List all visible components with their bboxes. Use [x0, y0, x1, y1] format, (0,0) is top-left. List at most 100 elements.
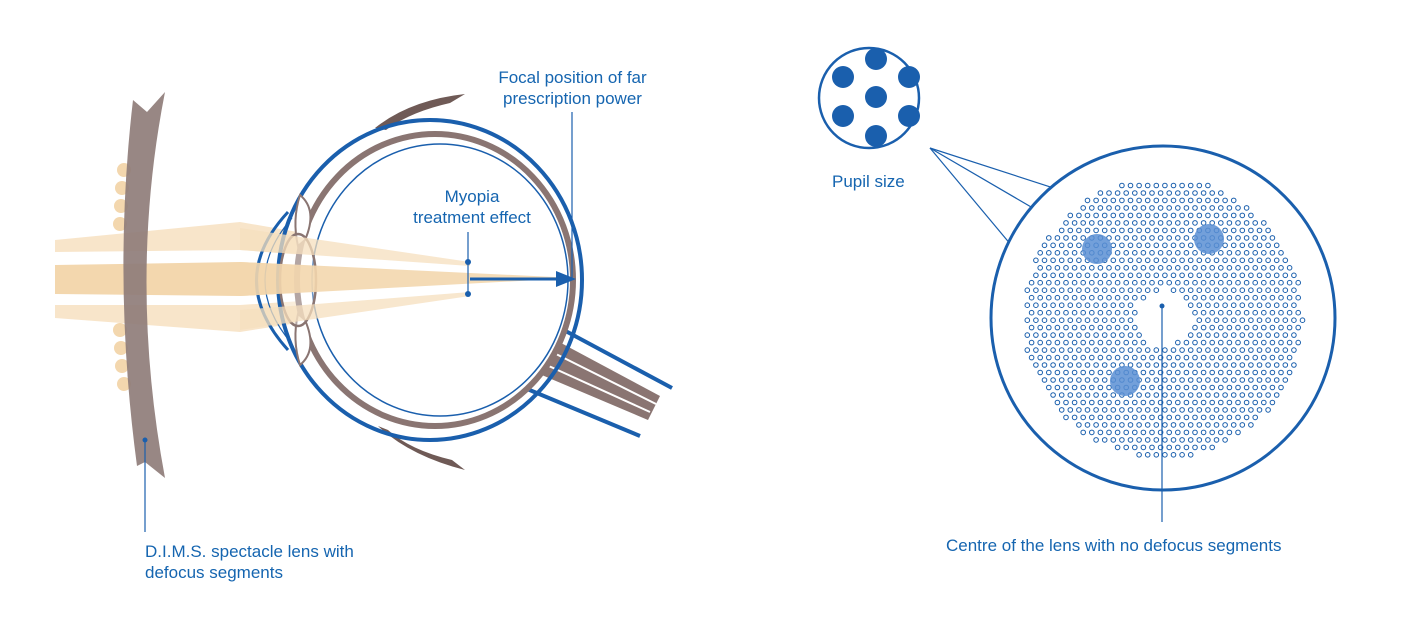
defocus-segment: [1248, 287, 1254, 294]
defocus-segment: [1265, 287, 1271, 294]
defocus-segment: [1046, 339, 1052, 346]
defocus-segment: [1123, 220, 1129, 226]
defocus-segment: [1119, 242, 1125, 249]
defocus-segment: [1153, 392, 1160, 398]
defocus-segment: [1252, 235, 1258, 241]
defocus-segment: [1089, 399, 1095, 406]
defocus-segment: [1235, 220, 1241, 226]
defocus-segment: [1170, 377, 1177, 383]
defocus-segment: [1106, 324, 1112, 331]
defocus-segment: [1183, 429, 1190, 436]
defocus-segment: [1140, 414, 1147, 421]
defocus-segment: [1265, 257, 1271, 264]
defocus-segment: [1183, 220, 1190, 226]
defocus-segment: [1046, 354, 1052, 361]
defocus-segment: [1226, 324, 1233, 331]
defocus-segment: [1162, 212, 1168, 219]
defocus-segment: [1239, 317, 1246, 324]
defocus-segment: [1196, 257, 1203, 264]
defocus-segment: [1144, 362, 1151, 368]
defocus-segment: [1080, 429, 1086, 436]
defocus-segment: [1170, 197, 1177, 204]
defocus-segment: [1205, 287, 1211, 294]
defocus-segment: [1175, 444, 1181, 451]
defocus-segment: [1192, 414, 1198, 421]
defocus-segment: [1213, 407, 1220, 413]
defocus-segment: [1179, 197, 1185, 204]
defocus-segment: [1200, 279, 1207, 286]
defocus-segment: [1192, 309, 1198, 316]
defocus-segment: [1252, 339, 1258, 346]
defocus-segment: [1261, 369, 1267, 376]
defocus-segment: [1213, 302, 1220, 309]
defocus-segment: [1127, 227, 1134, 234]
defocus-segment: [1123, 444, 1129, 451]
defocus-segment: [1080, 294, 1086, 301]
defocus-segment: [1149, 444, 1155, 451]
defocus-segment: [1093, 362, 1099, 368]
defocus-segment: [1230, 272, 1237, 279]
defocus-segment: [1093, 392, 1099, 398]
defocus-segment: [1114, 444, 1121, 451]
defocus-segment: [1282, 347, 1289, 353]
defocus-segment: [1140, 339, 1147, 346]
defocus-segment: [1235, 205, 1241, 211]
defocus-segment: [1058, 332, 1065, 338]
defocus-segment: [1261, 250, 1267, 256]
defocus-segment: [1278, 354, 1284, 361]
defocus-segment: [1033, 257, 1039, 264]
defocus-segment: [1136, 272, 1142, 279]
defocus-segment: [1226, 354, 1233, 361]
defocus-segment: [1063, 235, 1069, 241]
defocus-segment: [1213, 287, 1220, 294]
defocus-segment: [1054, 294, 1061, 301]
defocus-segment: [1080, 384, 1086, 391]
defocus-segment: [1175, 190, 1181, 196]
defocus-segment: [1230, 332, 1237, 338]
optic-nerve-outer-lower: [519, 384, 641, 438]
defocus-segment: [1136, 287, 1142, 294]
defocus-segment: [1063, 250, 1069, 256]
defocus-segment: [1084, 392, 1091, 398]
defocus-segment: [1054, 339, 1061, 346]
defocus-segment: [1093, 212, 1099, 219]
defocus-segment: [1179, 287, 1185, 294]
defocus-segment: [1106, 294, 1112, 301]
defocus-segment: [1071, 369, 1078, 376]
defocus-segment: [1205, 392, 1211, 398]
defocus-segment: [1179, 392, 1185, 398]
defocus-segment: [1239, 212, 1246, 219]
defocus-segment: [1175, 220, 1181, 226]
defocus-segment: [1050, 272, 1056, 279]
defocus-segment: [1089, 279, 1095, 286]
defocus-segment: [1101, 317, 1108, 324]
defocus-segment: [1235, 339, 1241, 346]
defocus-segment: [1166, 205, 1172, 211]
defocus-segment: [1235, 384, 1241, 391]
defocus-segment: [1243, 309, 1250, 316]
defocus-segment: [1101, 197, 1108, 204]
defocus-segment: [1041, 332, 1048, 338]
defocus-segment: [1127, 332, 1134, 338]
defocus-segment: [1119, 182, 1125, 189]
defocus-segment: [1239, 242, 1246, 249]
defocus-segment: [1097, 369, 1104, 376]
defocus-segment: [1273, 302, 1280, 309]
defocus-segment: [1200, 429, 1207, 436]
defocus-segment: [1222, 197, 1228, 204]
defocus-segment: [1239, 407, 1246, 413]
defocus-segment: [1054, 399, 1061, 406]
defocus-segment: [1050, 287, 1056, 294]
defocus-segment: [1132, 309, 1138, 316]
defocus-segment: [1119, 407, 1125, 413]
defocus-segment: [1269, 250, 1276, 256]
defocus-segment: [1256, 332, 1263, 338]
defocus-segment: [1071, 220, 1078, 226]
defocus-segment: [1114, 399, 1121, 406]
defocus-segment: [1076, 362, 1082, 368]
defocus-segment: [1248, 362, 1254, 368]
defocus-segment: [1196, 302, 1203, 309]
defocus-segment: [1054, 235, 1061, 241]
defocus-segment: [1084, 407, 1091, 413]
defocus-segment: [1110, 257, 1117, 264]
